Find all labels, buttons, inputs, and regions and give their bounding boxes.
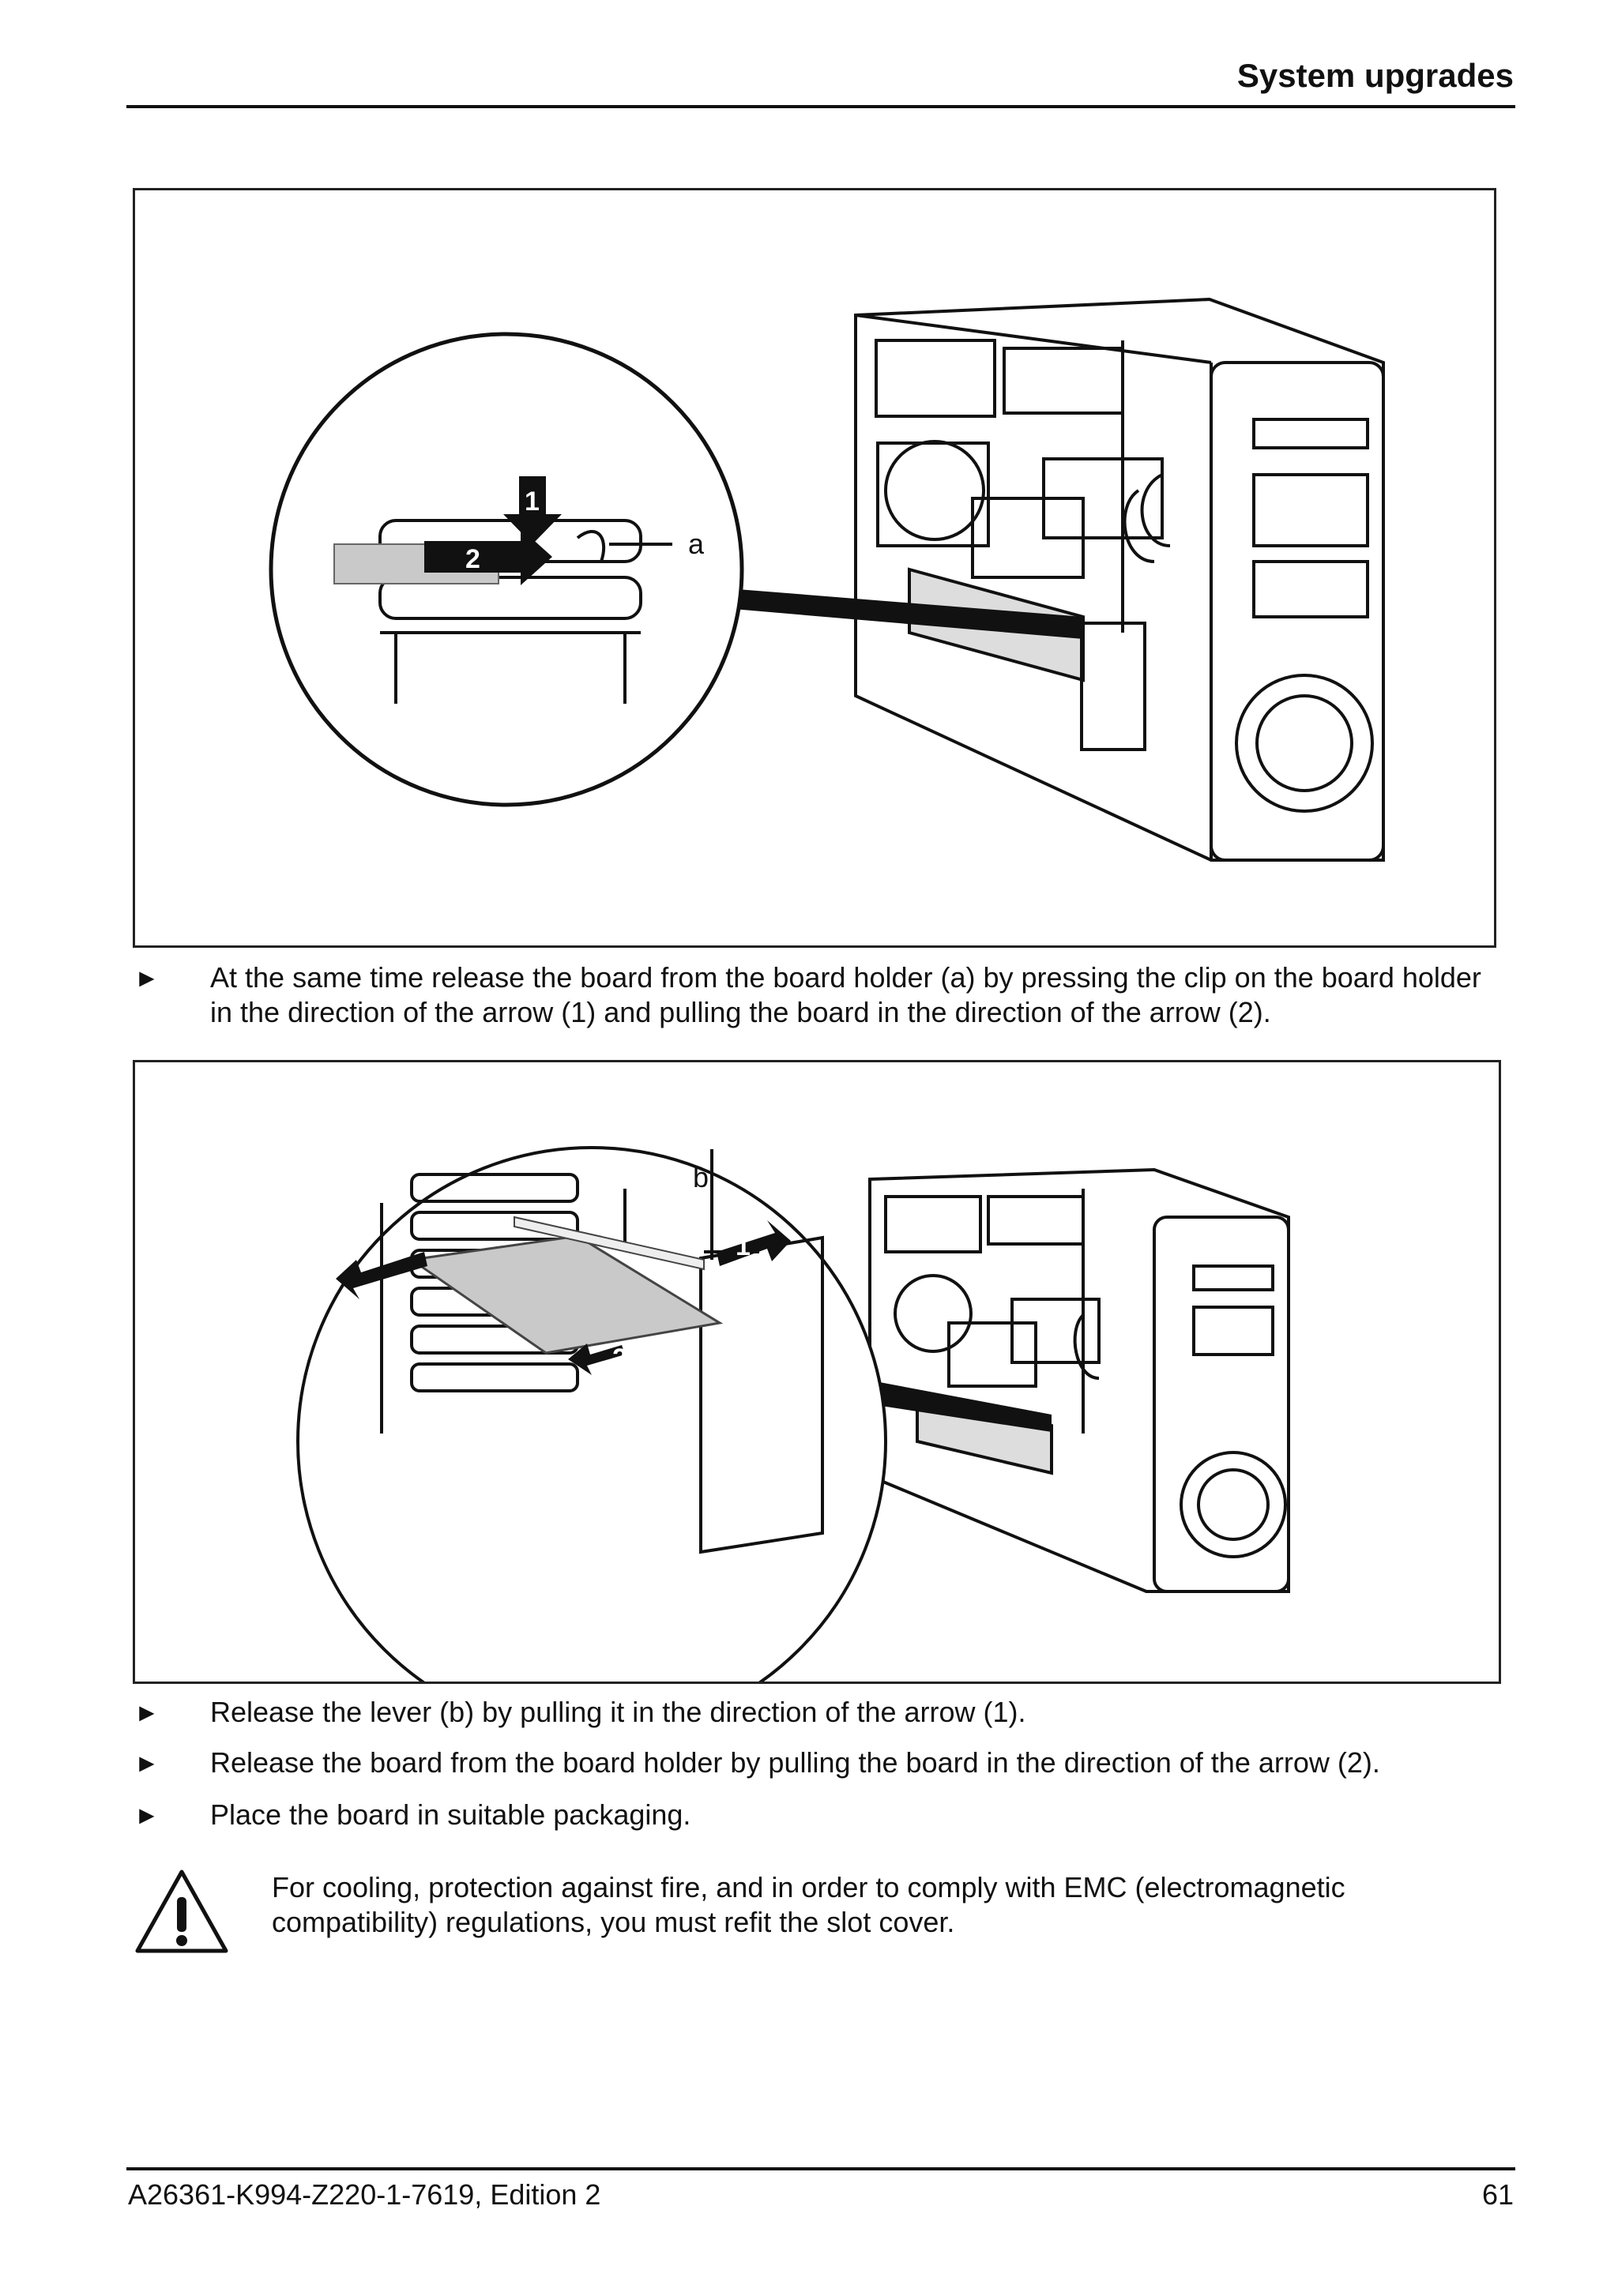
arrow-1-label: 1 xyxy=(525,487,540,517)
instruction-step: ► Place the board in suitable packaging. xyxy=(134,1798,1509,1834)
figure-release-board-holder: 1 2 a xyxy=(133,188,1496,948)
arrow-2-label: 2 xyxy=(465,544,480,574)
warning-text: For cooling, protection against fire, an… xyxy=(272,1871,1345,1938)
illustration-board-holder: 1 2 a xyxy=(269,297,1385,862)
step-bullet: ► xyxy=(134,1698,160,1727)
step-bullet: ► xyxy=(134,964,160,992)
step-text: Place the board in suitable packaging. xyxy=(210,1798,691,1831)
header-divider xyxy=(126,105,1515,108)
step-text: At the same time release the board from … xyxy=(210,961,1481,1028)
warning-triangle-icon xyxy=(135,1869,228,1953)
arrow-1-label: 1 xyxy=(736,1231,751,1261)
instruction-step: ► Release the board from the board holde… xyxy=(134,1745,1509,1782)
document-id: A26361-K994-Z220-1-7619, Edition 2 xyxy=(128,2178,601,2211)
figure-release-lever: 1 2 b xyxy=(133,1060,1501,1684)
label-a: a xyxy=(688,528,705,560)
label-b: b xyxy=(693,1161,709,1193)
step-text: Release the board from the board holder … xyxy=(210,1746,1380,1779)
arrow-2-label: 2 xyxy=(612,1343,627,1373)
step-bullet: ► xyxy=(134,1749,160,1777)
page-number: 61 xyxy=(1481,2178,1514,2211)
instruction-step: ► Release the lever (b) by pulling it in… xyxy=(134,1695,1509,1731)
page-header-title: System upgrades xyxy=(1236,57,1514,94)
footer-divider xyxy=(126,2167,1515,2170)
step-bullet: ► xyxy=(134,1801,160,1829)
step-text: Release the lever (b) by pulling it in t… xyxy=(210,1696,1026,1728)
illustration-release-lever: 1 2 b xyxy=(296,1146,1290,1682)
instruction-step: ► At the same time release the board fro… xyxy=(134,960,1509,1032)
